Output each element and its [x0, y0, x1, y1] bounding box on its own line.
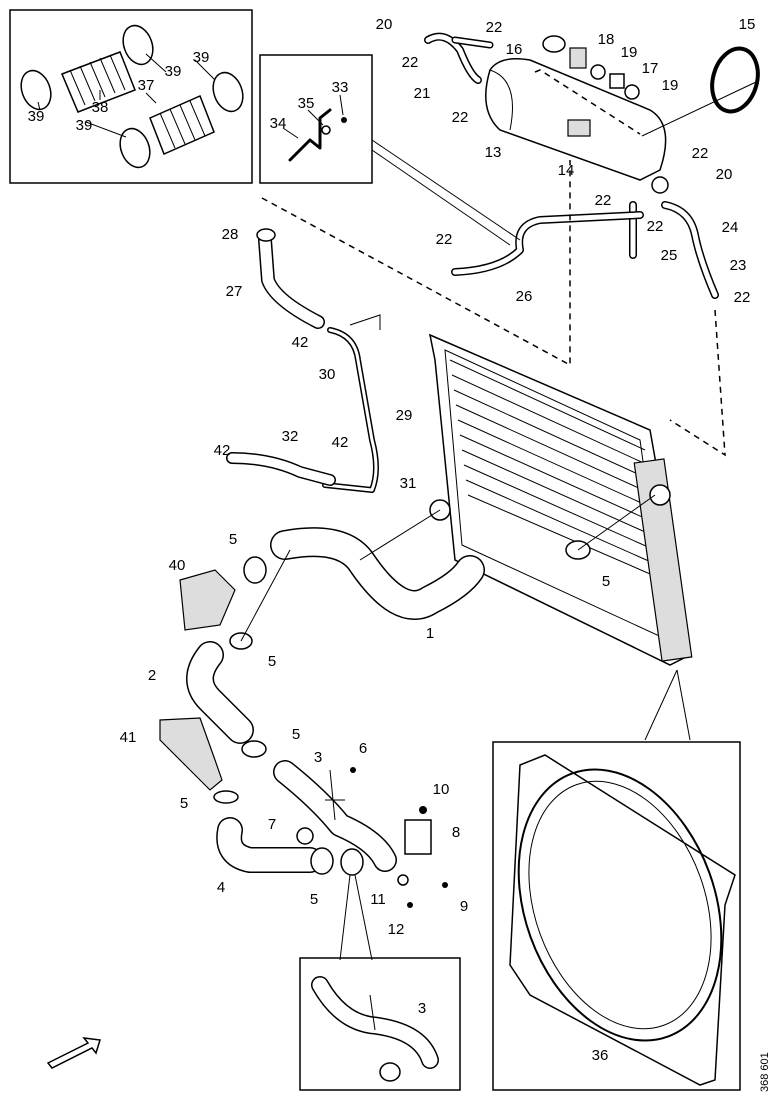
callout-39: 39 — [193, 49, 210, 66]
housing-41 — [159, 717, 223, 791]
callout-30: 30 — [319, 366, 336, 383]
callout-3: 3 — [418, 1000, 426, 1017]
callout-35: 35 — [298, 95, 315, 112]
callout-13: 13 — [485, 144, 502, 161]
inset-frame-pipe — [299, 957, 461, 1091]
inset-frame-bracket — [259, 54, 373, 184]
clamp-band-15 — [710, 46, 760, 114]
callout-2: 2 — [148, 667, 156, 684]
inset-frame-clamps — [9, 9, 253, 184]
valve-18 — [569, 47, 587, 69]
callout-23: 23 — [730, 257, 747, 274]
bracket-8 — [404, 819, 432, 855]
callout-39: 39 — [165, 63, 182, 80]
callout-41: 41 — [120, 729, 137, 746]
callout-20: 20 — [376, 16, 393, 33]
callout-31: 31 — [400, 475, 417, 492]
callout-3: 3 — [314, 749, 322, 766]
callout-33: 33 — [332, 79, 349, 96]
clamp-39 — [20, 24, 244, 169]
callout-18: 18 — [598, 31, 615, 48]
callout-42: 42 — [214, 442, 231, 459]
callout-14: 14 — [558, 162, 575, 179]
radiator — [428, 333, 693, 666]
callout-20: 20 — [716, 166, 733, 183]
callout-42: 42 — [332, 434, 349, 451]
callout-5: 5 — [602, 573, 610, 590]
callout-28: 28 — [222, 226, 239, 243]
callout-19: 19 — [621, 44, 638, 61]
fan-shroud-36 — [509, 754, 736, 1086]
callout-22: 22 — [486, 19, 503, 36]
callout-22: 22 — [436, 231, 453, 248]
callout-5: 5 — [310, 891, 318, 908]
callout-22: 22 — [402, 54, 419, 71]
callout-22: 22 — [692, 145, 709, 162]
front-arrow-icon — [46, 1037, 101, 1069]
bracket-34 — [288, 108, 347, 162]
callout-24: 24 — [722, 219, 739, 236]
callout-27: 27 — [226, 283, 243, 300]
callout-15: 15 — [739, 16, 756, 33]
callout-38: 38 — [92, 99, 109, 116]
callout-19: 19 — [662, 77, 679, 94]
callout-36: 36 — [592, 1047, 609, 1064]
callout-12: 12 — [388, 921, 405, 938]
callout-1: 1 — [426, 625, 434, 642]
hose-38 — [61, 51, 136, 113]
callout-40: 40 — [169, 557, 186, 574]
callout-7: 7 — [268, 816, 276, 833]
plug-17 — [609, 73, 625, 89]
callout-39: 39 — [76, 117, 93, 134]
callout-8: 8 — [452, 824, 460, 841]
reference-number: 368 601 — [759, 1052, 771, 1092]
inset-frame-shroud — [492, 741, 741, 1091]
hose-37 — [149, 94, 215, 156]
callout-37: 37 — [138, 77, 155, 94]
callout-11: 11 — [370, 891, 386, 908]
callout-32: 32 — [282, 428, 299, 445]
callout-5: 5 — [268, 653, 276, 670]
callout-42: 42 — [292, 334, 309, 351]
callout-10: 10 — [433, 781, 450, 798]
callout-6: 6 — [359, 740, 367, 757]
callout-21: 21 — [414, 85, 431, 102]
callout-39: 39 — [28, 108, 45, 125]
cap-16 — [542, 35, 566, 53]
callout-5: 5 — [229, 531, 237, 548]
callout-26: 26 — [516, 288, 533, 305]
inset1-leaders — [37, 53, 216, 138]
callout-9: 9 — [460, 898, 468, 915]
callout-22: 22 — [734, 289, 751, 306]
callout-16: 16 — [506, 41, 523, 58]
callout-22: 22 — [452, 109, 469, 126]
seal-19 — [590, 64, 640, 100]
callout-29: 29 — [396, 407, 413, 424]
callout-4: 4 — [217, 879, 225, 896]
callout-5: 5 — [180, 795, 188, 812]
callout-5: 5 — [292, 726, 300, 743]
callout-25: 25 — [661, 247, 678, 264]
expansion-tank-13 — [485, 58, 669, 194]
thermostat-housing-40 — [179, 569, 236, 631]
callout-22: 22 — [647, 218, 664, 235]
callout-34: 34 — [270, 115, 287, 132]
callout-22: 22 — [595, 192, 612, 209]
callout-17: 17 — [642, 60, 659, 77]
